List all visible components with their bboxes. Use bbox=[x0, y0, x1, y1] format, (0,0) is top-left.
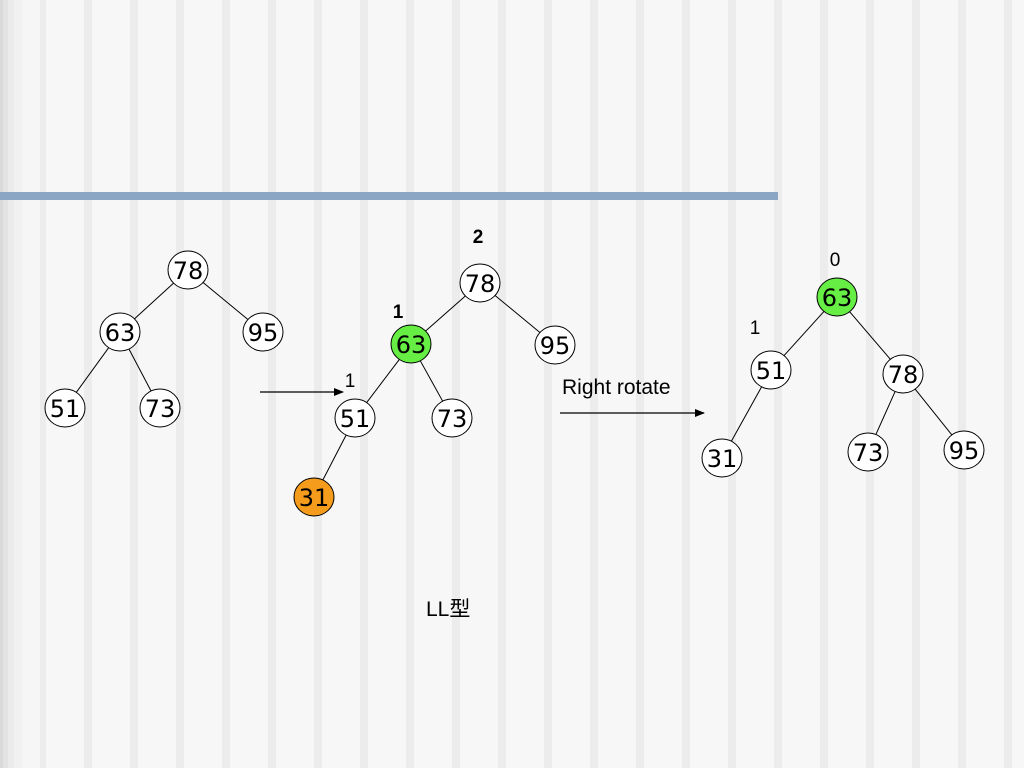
tree-node-63: 63 bbox=[816, 277, 858, 317]
node-circle bbox=[882, 354, 924, 394]
tree-edge-63-73 bbox=[128, 348, 152, 392]
balance-factor-78: 2 bbox=[473, 227, 484, 248]
node-key: 78 bbox=[465, 270, 496, 298]
tree-edge-78-63 bbox=[425, 295, 466, 332]
node-key: 78 bbox=[173, 257, 204, 285]
tree-node-95: 95 bbox=[242, 312, 284, 352]
balance-factor-51: 1 bbox=[750, 318, 761, 339]
balance-factor-51: 1 bbox=[345, 371, 356, 392]
tree-edge-63-51 bbox=[366, 359, 400, 403]
tree-node-73: 73 bbox=[139, 388, 181, 428]
tree-edge-63-51 bbox=[783, 311, 825, 356]
node-key: 73 bbox=[145, 395, 176, 423]
node-key: 73 bbox=[437, 405, 468, 433]
tree-node-31: 31 bbox=[293, 477, 335, 517]
tree-node-78: 78 bbox=[167, 250, 209, 290]
node-circle bbox=[701, 438, 743, 478]
tree-before: 78 63 95 51 73 bbox=[44, 250, 284, 428]
tree-node-73: 73 bbox=[847, 432, 889, 472]
right-rotate-label: Right rotate bbox=[562, 376, 671, 399]
node-circle bbox=[431, 398, 473, 438]
tree-edge-78-95 bbox=[202, 282, 249, 320]
tree-unbalanced: 78 63 95 51 73 31 2 1 1 bbox=[293, 227, 576, 517]
balance-factor-63: 0 bbox=[830, 250, 841, 271]
node-key: 95 bbox=[248, 319, 279, 347]
node-key: 51 bbox=[50, 395, 81, 423]
tree-edge-78-95 bbox=[494, 295, 541, 333]
node-circle bbox=[459, 263, 501, 303]
tree-node-63: 63 bbox=[390, 324, 432, 364]
node-key: 31 bbox=[299, 484, 330, 512]
node-circle bbox=[167, 250, 209, 290]
tree-node-78: 78 bbox=[882, 354, 924, 394]
tree-edge-63-78 bbox=[849, 311, 891, 360]
node-key: 78 bbox=[888, 361, 919, 389]
balance-factor-63: 1 bbox=[393, 302, 404, 323]
tree-node-51: 51 bbox=[334, 398, 376, 438]
tree-node-73: 73 bbox=[431, 398, 473, 438]
node-key: 63 bbox=[822, 284, 853, 312]
tree-edge-63-73 bbox=[419, 360, 444, 402]
tree-edge-78-73 bbox=[875, 391, 896, 435]
tree-edge-51-31 bbox=[322, 434, 347, 481]
tree-node-95: 95 bbox=[943, 430, 985, 470]
tree-node-78: 78 bbox=[459, 263, 501, 303]
tree-node-51: 51 bbox=[750, 350, 792, 390]
node-circle bbox=[99, 312, 141, 352]
tree-after: 63 51 78 31 73 95 0 1 bbox=[701, 250, 985, 478]
node-key: 73 bbox=[853, 439, 884, 467]
node-circle bbox=[139, 388, 181, 428]
node-circle bbox=[816, 277, 858, 317]
node-circle bbox=[390, 324, 432, 364]
node-circle bbox=[534, 325, 576, 365]
tree-edge-78-63 bbox=[134, 282, 174, 320]
node-key: 95 bbox=[540, 332, 571, 360]
node-circle bbox=[750, 350, 792, 390]
node-key: 63 bbox=[105, 319, 136, 347]
node-key: 63 bbox=[396, 331, 427, 359]
node-key: 51 bbox=[340, 405, 371, 433]
node-circle bbox=[44, 388, 86, 428]
tree-node-51: 51 bbox=[44, 388, 86, 428]
node-circle bbox=[334, 398, 376, 438]
tree-edge-63-51 bbox=[75, 347, 110, 393]
tree-edge-78-95 bbox=[914, 388, 953, 436]
title-bar bbox=[0, 192, 778, 200]
tree-node-63: 63 bbox=[99, 312, 141, 352]
node-circle bbox=[293, 477, 335, 517]
node-circle bbox=[242, 312, 284, 352]
caption: LL型 bbox=[426, 598, 470, 621]
tree-node-95: 95 bbox=[534, 325, 576, 365]
node-key: 51 bbox=[756, 357, 787, 385]
tree-node-31: 31 bbox=[701, 438, 743, 478]
tree-edge-51-31 bbox=[730, 386, 763, 442]
node-key: 95 bbox=[949, 437, 980, 465]
node-circle bbox=[847, 432, 889, 472]
node-circle bbox=[943, 430, 985, 470]
node-key: 31 bbox=[707, 445, 738, 473]
